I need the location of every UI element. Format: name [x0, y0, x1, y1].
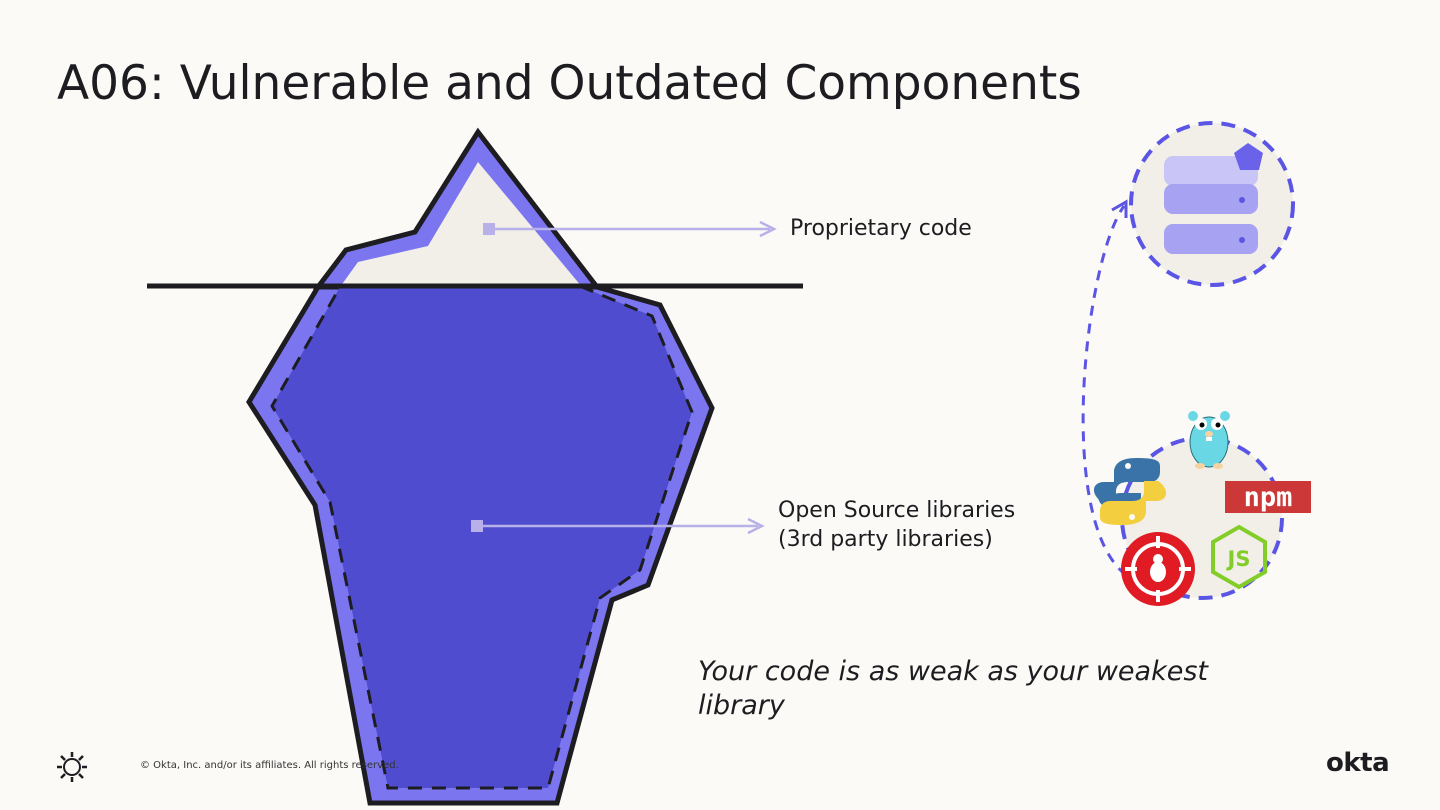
python-icon [1093, 458, 1167, 525]
application-circle [1129, 121, 1295, 287]
npm-icon: npm [1225, 481, 1311, 513]
iceberg-tip [312, 127, 603, 290]
server-icon [1164, 143, 1263, 254]
proprietary-arrow [483, 220, 777, 238]
nodejs-text: JS [1226, 547, 1251, 571]
nodejs-icon: JS [1211, 524, 1267, 590]
npm-text: npm [1244, 482, 1293, 513]
okta-mark-icon [57, 752, 87, 782]
proprietary-code-label: Proprietary code [790, 216, 972, 241]
oss-arrow [471, 517, 765, 535]
slide-title: A06: Vulnerable and Outdated Components [57, 56, 1082, 111]
okta-wordmark: okta [1326, 748, 1390, 778]
iceberg-body [246, 284, 715, 806]
open-source-label-line2: (3rd party libraries) [778, 527, 993, 552]
open-source-label: Open Source libraries (3rd party librari… [778, 496, 1015, 554]
bug-icon [1121, 532, 1195, 606]
copyright-footer: © Okta, Inc. and/or its affiliates. All … [140, 760, 399, 771]
open-source-label-line1: Open Source libraries [778, 498, 1016, 523]
dependency-flow-arrow [1081, 199, 1128, 577]
gopher-icon [1188, 411, 1230, 469]
key-quote: Your code is as weak as your weakest lib… [698, 656, 1208, 721]
